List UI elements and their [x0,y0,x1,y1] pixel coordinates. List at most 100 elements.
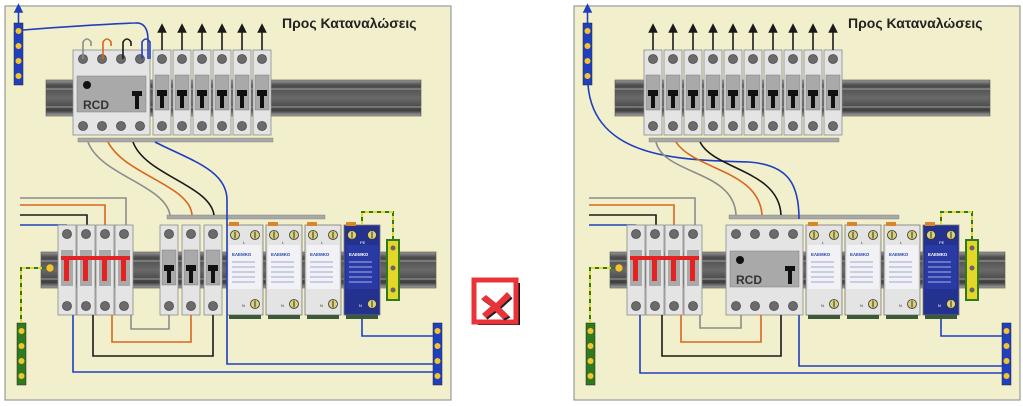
spd-base [886,315,918,319]
terminal-screw-icon [748,121,758,131]
terminal-hole [18,343,25,349]
left-panel-title: Προς Καταναλώσεις [282,15,417,31]
isolator-to-rcd-wire [661,315,782,357]
incoming-phase-l2-wire [20,214,88,225]
rcd-to-mcb-wire [107,141,193,216]
right-panel-title: Προς Καταναλώσεις [848,15,983,31]
terminal-hole [15,73,22,79]
terminal-hole [434,358,441,364]
spd-terminal-label: L [243,240,246,245]
terminal-screw-icon [217,54,227,64]
terminal-screw-icon [157,54,167,64]
terminal-hole [18,328,25,334]
terminal-screw-icon [97,54,107,64]
incoming-phase-l1-wire [589,204,675,225]
mcb-toggle-icon [748,90,758,108]
isolator-lever [121,259,126,281]
spd-brand-label: ΕΛΕΜΚΟ [889,252,909,257]
isolator-lever [64,259,69,281]
terminal-screw-icon [788,301,798,311]
verdict-frame [471,277,519,325]
spd-neutral-label: N [899,303,902,308]
terminal-screw-icon [748,54,758,64]
spd-neutral-label: N [860,303,863,308]
rail-earth-terminal [45,263,55,273]
rcd-neutral-out-wire [154,141,433,365]
terminal-screw-icon [688,121,698,131]
terminal-screw-icon [788,229,798,239]
terminal-screw-icon [631,229,641,239]
terminal-screw-icon [769,301,779,311]
spd-neutral-wire [361,319,433,337]
spd-brand-label: ΕΛΕΜΚΟ [850,252,870,257]
terminal-screw-icon [768,121,778,131]
mcb-to-rcd-wire [699,141,782,216]
rcd-label: RCD [83,98,109,112]
spd-busbar-clip [886,222,896,226]
rcd-test-button-icon [83,81,91,89]
spd-busbar-clip [925,222,935,226]
terminal-hole [15,43,22,49]
terminal-hole [587,328,594,334]
terminal-screw-icon [62,229,72,239]
earth-clamp-screw [390,265,396,271]
terminal-screw-icon [731,301,741,311]
spd-base [268,315,300,319]
main-isolator [57,224,134,316]
terminal-screw-icon [808,121,818,131]
spd-terminal-label: L [321,240,324,245]
terminal-screw-icon [708,54,718,64]
spd-neutral-label: N [281,303,284,308]
terminal-hole [1003,358,1010,364]
isolator-lever [690,259,695,281]
terminal-screw-icon [81,229,91,239]
terminal-screw-icon [81,301,91,311]
spd-neutral-label: N [359,303,362,308]
incoming-phase-l2-wire [589,214,657,225]
terminal-bar [432,322,443,386]
terminal-hole [434,373,441,379]
terminal-screw-icon [650,301,660,311]
mcb-toggle-icon [648,90,658,108]
terminal-screw-icon [100,301,110,311]
verdict-mark [471,277,520,325]
terminal-screw-icon [237,121,247,131]
spd-busbar-clip [346,222,356,226]
isolator-lever [633,259,638,281]
terminal-screw-icon [116,121,126,131]
spd-brand-label: ΕΛΕΜΚΟ [310,252,330,257]
terminal-screw-icon [164,229,174,239]
terminal-screw-icon [688,301,698,311]
mcb-toggle-icon [768,90,778,108]
isolator-to-mcb-wire [111,315,192,343]
mcb-toggle-icon [197,90,207,108]
isolator-lever [102,259,107,281]
main-isolator [626,224,703,316]
incoming-phase-l3-wire [589,197,696,225]
isolator-neutral-wire [639,315,1002,374]
mcb-toggle-icon [688,90,698,108]
terminal-hole [587,343,594,349]
rcd-loop-wire [102,38,112,59]
terminal-screw-icon [688,229,698,239]
terminal-screw-icon [708,121,718,131]
terminal-screw-icon [62,301,72,311]
terminal-screw-icon [197,54,207,64]
terminal-screw-icon [119,229,129,239]
terminal-hole [584,73,591,79]
spd-terminal-label: L [822,240,825,245]
isolator-to-rcd-wire [680,315,762,343]
terminal-screw-icon [135,121,145,131]
terminal-screw-icon [731,229,741,239]
mcb-to-rcd-wire [675,141,763,216]
terminal-bar [1001,322,1012,386]
rail-earth-terminal [614,263,624,273]
spd-neutral-label: N [821,303,824,308]
spd-base [925,315,957,319]
terminal-screw-icon [186,229,196,239]
mcb-toggle-icon [208,265,218,283]
rcd-neutral-out-wire [798,315,1002,367]
mcb-busbar [77,137,274,143]
terminal-screw-icon [650,229,660,239]
